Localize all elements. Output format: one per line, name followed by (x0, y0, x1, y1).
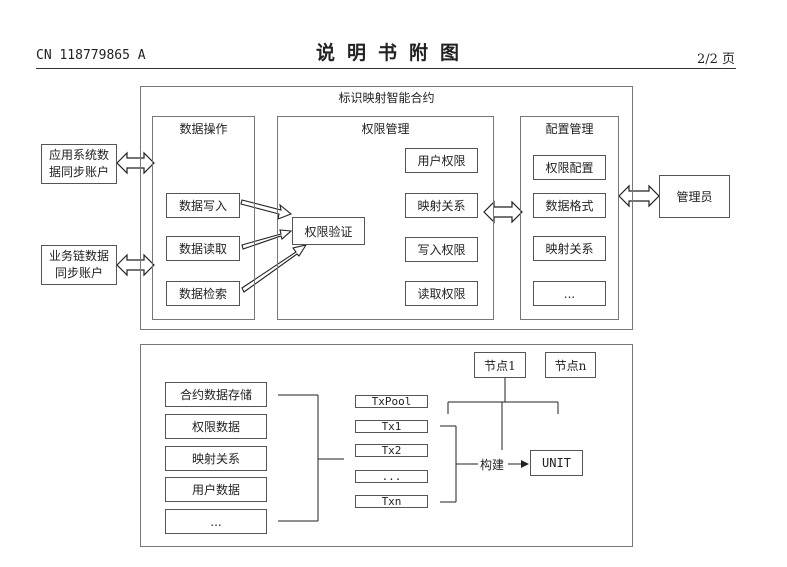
mapping-relation-config: 映射关系 (533, 236, 606, 261)
build-label: 构建 (480, 456, 505, 473)
admin-box: 管理员 (659, 175, 730, 218)
data-write: 数据写入 (166, 193, 240, 218)
user-permission: 用户权限 (405, 148, 478, 173)
node-n: 节点n (545, 352, 596, 378)
tx-pool: TxPool (355, 395, 428, 408)
header-rule (36, 68, 736, 69)
page-number: 2/2 页 (696, 52, 735, 67)
perm-data: 权限数据 (165, 414, 267, 439)
tx-2: Tx2 (355, 444, 428, 457)
perm-mgmt-panel (277, 116, 494, 320)
data-format: 数据格式 (533, 193, 606, 218)
data-ops-panel (152, 116, 255, 320)
config-mgmt-title: 配置管理 (545, 122, 594, 136)
node-1: 节点1 (474, 352, 526, 378)
patent-number: CN 118779865 A (36, 48, 146, 63)
user-data: 用户数据 (165, 477, 267, 502)
tx-n: Txn (355, 495, 428, 508)
data-search: 数据检索 (166, 281, 240, 306)
data-read: 数据读取 (166, 236, 240, 261)
data-ops-title: 数据操作 (179, 122, 228, 136)
mapping-relation-perm: 映射关系 (405, 193, 478, 218)
read-permission: 读取权限 (405, 281, 478, 306)
perm-mgmt-title: 权限管理 (361, 122, 410, 136)
perm-config: 权限配置 (533, 155, 606, 180)
arrow-write (240, 199, 293, 220)
double-arrow-chain (116, 253, 155, 277)
smart-contract-frame (140, 86, 633, 330)
app-sync-account: 应用系统数据同步账户 (41, 144, 117, 184)
unit-box: UNIT (530, 450, 583, 476)
arrow-search (241, 244, 308, 293)
config-more: ... (533, 281, 606, 306)
double-arrow-app (116, 151, 155, 175)
storage-more: ... (165, 509, 267, 534)
tx-1: Tx1 (355, 420, 428, 433)
mapping-data: 映射关系 (165, 446, 267, 471)
contract-title: 标识映射智能合约 (338, 91, 435, 105)
chain-sync-account: 业务链数据同步账户 (41, 245, 117, 285)
blockchain-frame (140, 344, 633, 547)
page-header-title: 说明书附图 (315, 42, 471, 64)
perm-verify: 权限验证 (292, 217, 365, 245)
tx-more: ... (355, 470, 428, 483)
contract-storage: 合约数据存储 (165, 382, 267, 407)
write-permission: 写入权限 (405, 237, 478, 262)
config-mgmt-panel (520, 116, 619, 320)
